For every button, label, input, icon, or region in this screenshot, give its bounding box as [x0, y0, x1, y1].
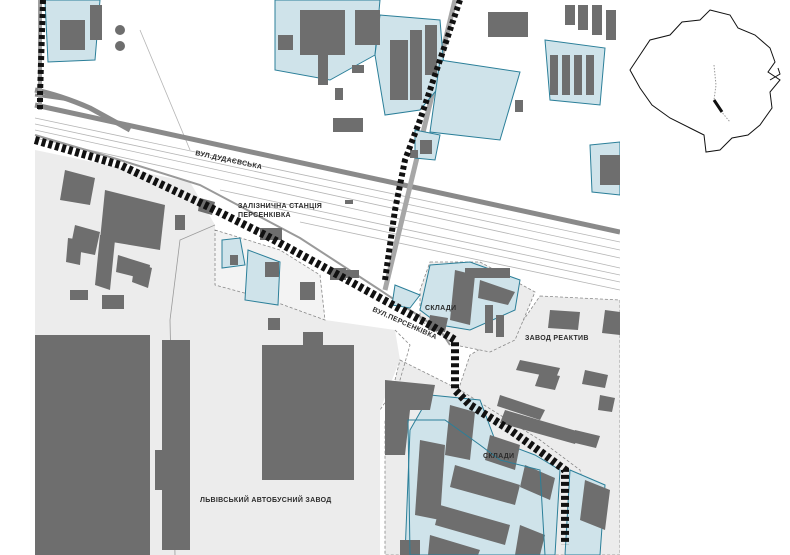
label-plant-reaktyv: ЗАВОД РЕАКТИВ: [525, 335, 589, 342]
station-label-line1: ЗАЛІЗНИЧНА СТАНЦІЯ: [238, 203, 322, 210]
label-bus-plant: ЛЬВІВСЬКИЙ АВТОБУСНИЙ ЗАВОД: [200, 495, 332, 504]
site-map: ВУЛ.ДУДАЄВСЬКА ЗАЛІЗНИЧНА СТАНЦІЯ ПЕРСЕН…: [33, 0, 620, 555]
railway-tracks: [34, 29, 620, 291]
label-warehouses-top: СКЛАДИ: [425, 305, 456, 312]
building-outlines: [407, 419, 546, 555]
city-outline-locator-icon: [629, 9, 781, 153]
label-warehouses-bottom: СКЛАДИ: [483, 453, 514, 460]
dashed-route: [33, 0, 569, 545]
buildings: [35, 5, 620, 555]
station-label-line2: ПЕРСЕНКІВКА: [238, 212, 291, 219]
